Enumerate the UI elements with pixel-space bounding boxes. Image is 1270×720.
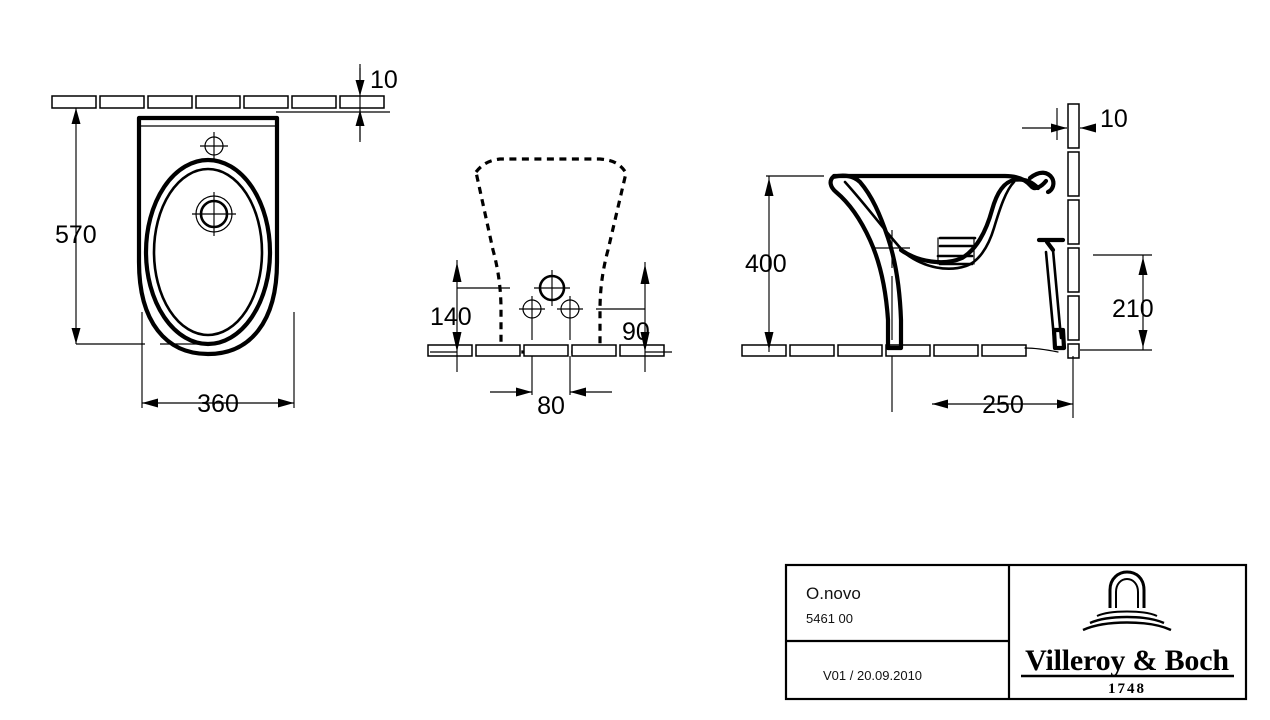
dim-plan-depth: 570 — [55, 108, 200, 345]
title-block-revision: V01 / 20.09.2010 — [823, 668, 922, 683]
front-fixing-hole-right-icon — [557, 296, 583, 322]
dim-plan-width: 360 — [141, 312, 295, 418]
side-body-outline — [828, 170, 1056, 351]
dim-side-wall-gap: 10 — [1022, 105, 1128, 140]
dim-front-upper-label: 140 — [430, 303, 472, 331]
dim-side-outlet-label: 210 — [1112, 295, 1154, 323]
side-centerline — [874, 230, 910, 412]
dim-front-upper: 140 — [430, 260, 510, 372]
plan-body-outline — [136, 115, 280, 357]
front-body-hidden-outline — [474, 157, 628, 354]
dim-plan-depth-label: 570 — [55, 221, 97, 249]
side-floor-hatch — [741, 344, 1027, 357]
front-inlet-hole-icon — [534, 270, 570, 306]
dim-front-lower: 90 — [596, 262, 672, 372]
title-block-article-number: 5461 00 — [806, 611, 853, 626]
brand-name: Villeroy & Boch — [1025, 644, 1229, 677]
plan-view: 570 360 10 — [51, 64, 398, 418]
front-hole-centerlines — [531, 322, 571, 395]
side-view: 400 210 250 10 — [741, 103, 1154, 419]
front-floor-hatch — [427, 344, 665, 357]
dim-front-spacing: 80 — [490, 387, 612, 420]
brand-year: 1748 — [1108, 681, 1146, 697]
front-view: 140 90 80 — [427, 157, 672, 420]
plan-tap-hole-icon — [200, 132, 228, 160]
dim-front-lower-label: 90 — [622, 318, 650, 346]
plan-wall-hatch — [51, 95, 385, 109]
plan-outlet-hole-icon — [192, 192, 236, 236]
title-block: O.novo 5461 00 V01 / 20.09.2010 Villeroy… — [784, 563, 1248, 701]
dim-side-projection: 250 — [932, 356, 1074, 419]
side-wall-hatch — [1067, 103, 1080, 359]
title-block-product-name: O.novo — [806, 584, 861, 603]
dim-plan-width-label: 360 — [197, 390, 239, 418]
dim-side-outlet: 210 — [1080, 254, 1154, 351]
dim-front-spacing-label: 80 — [537, 392, 565, 420]
dim-plan-wall-gap: 10 — [276, 64, 398, 142]
dim-side-height-label: 400 — [745, 250, 787, 278]
side-waste-pipe — [1024, 237, 1067, 353]
fountain-icon — [1082, 570, 1172, 632]
front-fixing-hole-left-icon — [519, 296, 545, 322]
plan-bowl — [143, 157, 273, 347]
dim-side-height: 400 — [745, 175, 824, 352]
dim-side-wall-gap-label: 10 — [1100, 105, 1128, 133]
dim-side-projection-label: 250 — [982, 391, 1024, 419]
dim-plan-wall-gap-label: 10 — [370, 66, 398, 94]
